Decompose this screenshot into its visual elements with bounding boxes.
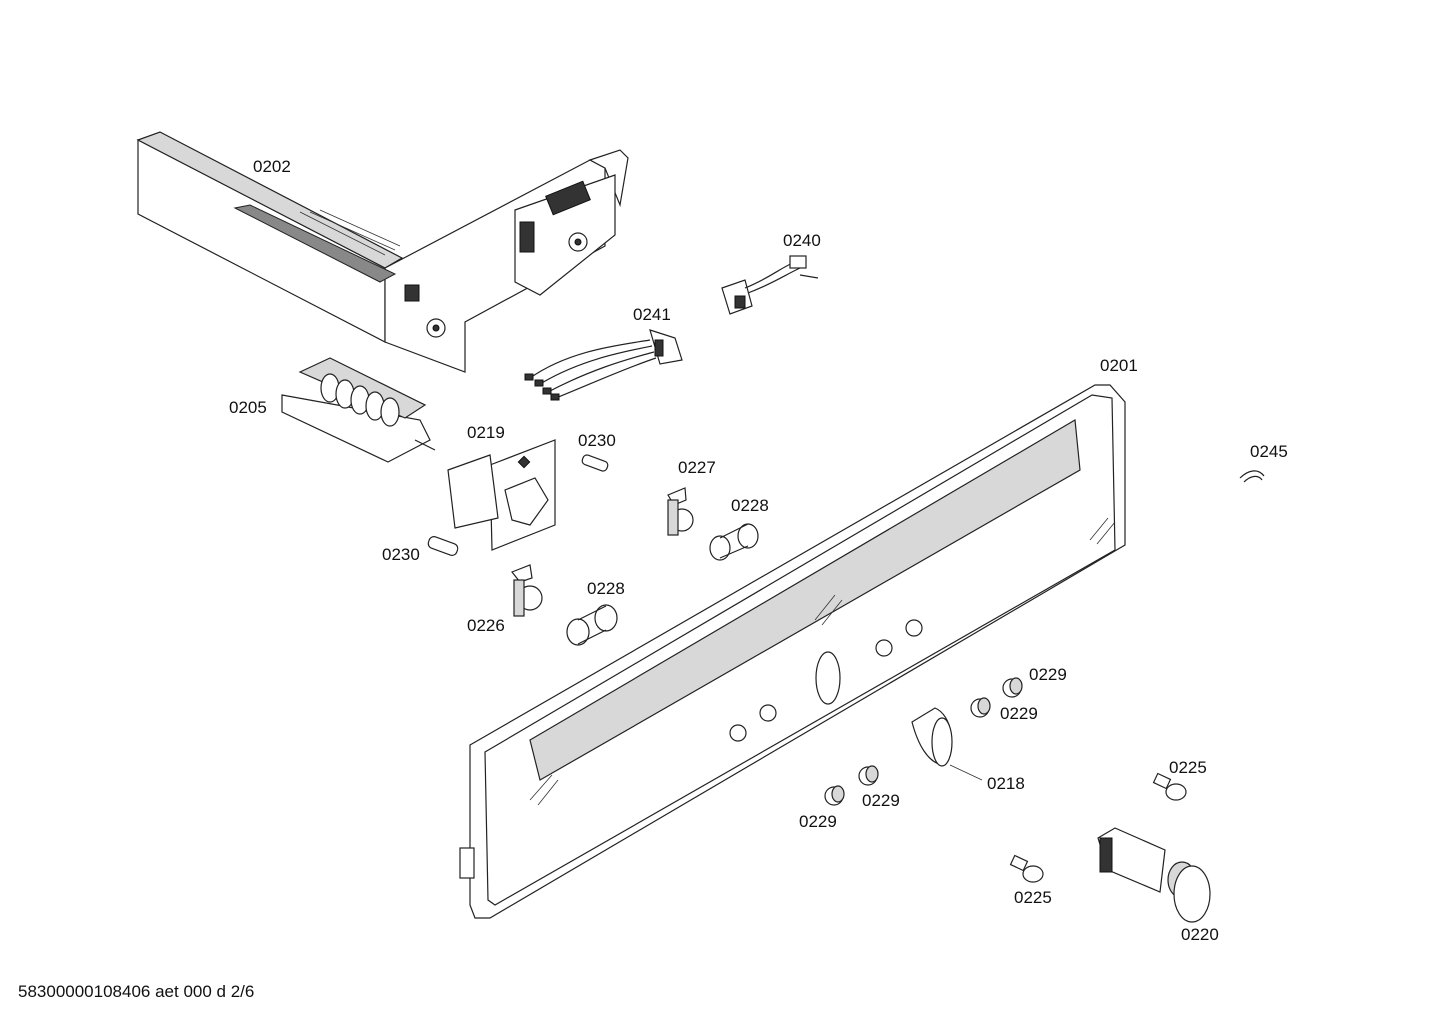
part-0228-coupler-a bbox=[709, 523, 759, 561]
part-label-0241: 0241 bbox=[633, 305, 671, 324]
part-0226-contact bbox=[511, 564, 543, 617]
part-label-0229-d: 0229 bbox=[799, 812, 837, 831]
part-label-0220: 0220 bbox=[1181, 925, 1219, 944]
part-0229-cap-a bbox=[1002, 677, 1023, 698]
part-0230-pin-a bbox=[581, 454, 609, 472]
part-label-0205: 0205 bbox=[229, 398, 267, 417]
part-label-0228-a: 0228 bbox=[731, 496, 769, 515]
part-0218-cover bbox=[911, 707, 983, 781]
part-label-0230-a: 0230 bbox=[578, 431, 616, 450]
part-label-0202: 0202 bbox=[253, 157, 291, 176]
part-label-0245: 0245 bbox=[1250, 442, 1288, 461]
part-label-0240: 0240 bbox=[783, 231, 821, 250]
part-label-0226: 0226 bbox=[467, 616, 505, 635]
part-label-0225-a: 0225 bbox=[1169, 758, 1207, 777]
part-0201-front-panel bbox=[459, 384, 1126, 919]
part-label-0218: 0218 bbox=[987, 774, 1025, 793]
part-0225-spacer-b bbox=[1009, 854, 1044, 883]
part-label-0227: 0227 bbox=[678, 458, 716, 477]
part-label-0230-b: 0230 bbox=[382, 545, 420, 564]
part-0202-control-module bbox=[136, 131, 629, 373]
part-label-0228-b: 0228 bbox=[587, 579, 625, 598]
part-label-0225-b: 0225 bbox=[1014, 888, 1052, 907]
part-0229-cap-c bbox=[858, 765, 879, 786]
part-label-0219: 0219 bbox=[467, 423, 505, 442]
part-0229-cap-d bbox=[824, 785, 845, 806]
part-0245-clip bbox=[1239, 470, 1265, 483]
part-label-0201: 0201 bbox=[1100, 356, 1138, 375]
drawing-reference-footer: 58300000108406 aet 000 d 2/6 bbox=[18, 982, 255, 1001]
part-0225-spacer-a bbox=[1152, 772, 1187, 801]
part-label-0229-c: 0229 bbox=[862, 791, 900, 810]
part-0205-selector-switch bbox=[281, 357, 436, 463]
part-0241-wire-loom bbox=[524, 329, 683, 401]
part-0219-bracket bbox=[447, 439, 556, 551]
part-0227-contact bbox=[667, 487, 694, 536]
part-0228-coupler-b bbox=[566, 604, 618, 646]
part-0230-pin-b bbox=[427, 536, 459, 556]
part-0229-cap-b bbox=[970, 697, 991, 718]
part-label-0229-a: 0229 bbox=[1029, 665, 1067, 684]
part-0220-knob bbox=[1097, 827, 1211, 923]
part-0240-wire-harness bbox=[721, 255, 819, 315]
part-label-0229-b: 0229 bbox=[1000, 704, 1038, 723]
